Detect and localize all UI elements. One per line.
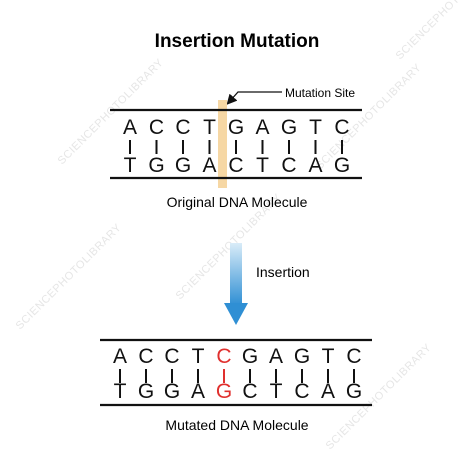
original-bottom-base: T bbox=[124, 154, 137, 177]
mutated-bottom-base: G bbox=[346, 380, 362, 403]
mutated-bottom-base: T bbox=[270, 380, 283, 403]
original-bottom-base: A bbox=[308, 154, 322, 177]
mutated-bottom-base: G bbox=[164, 380, 180, 403]
arrow-shaft bbox=[230, 243, 242, 305]
mutated-bottom-base: G bbox=[216, 380, 232, 403]
original-bottom-base: C bbox=[281, 154, 296, 177]
insertion-label: Insertion bbox=[256, 264, 310, 280]
mutated-bottom-base: A bbox=[191, 380, 205, 403]
mutated-bottom-base: C bbox=[242, 380, 257, 403]
original-caption: Original DNA Molecule bbox=[167, 194, 308, 210]
watermark-text: SCIENCEPHOTOLIBRARY bbox=[14, 222, 125, 333]
original-bottom-base: T bbox=[256, 154, 269, 177]
diagram-title: Insertion Mutation bbox=[155, 31, 320, 52]
original-bottom-base: G bbox=[148, 154, 164, 177]
mutated-bottom-base: A bbox=[321, 380, 335, 403]
original-top-base: T bbox=[203, 116, 216, 139]
mutated-top-base: A bbox=[113, 345, 127, 368]
original-top-base: C bbox=[175, 116, 190, 139]
original-bottom-base: G bbox=[175, 154, 191, 177]
mutation-site-label: Mutation Site bbox=[285, 86, 355, 100]
original-top-base: C bbox=[149, 116, 164, 139]
original-bottom-base: C bbox=[228, 154, 243, 177]
mutated-bottom-base: G bbox=[138, 380, 154, 403]
mutated-caption: Mutated DNA Molecule bbox=[165, 417, 308, 433]
original-bottom-base: G bbox=[334, 154, 350, 177]
original-top-base: T bbox=[309, 116, 322, 139]
mutated-top-base: A bbox=[269, 345, 283, 368]
original-top-base: C bbox=[334, 116, 349, 139]
mutation-site-pointer bbox=[226, 91, 282, 105]
mutated-top-base: G bbox=[294, 345, 310, 368]
original-top-base: A bbox=[255, 116, 269, 139]
watermark-text: SCIENCEPHOTOLIBRARY bbox=[314, 62, 425, 173]
watermark-text: SCIENCEPHOTOLIBRARY bbox=[56, 57, 167, 168]
original-top-base: G bbox=[228, 116, 244, 139]
mutated-bottom-base: C bbox=[294, 380, 309, 403]
mutated-top-base: T bbox=[322, 345, 335, 368]
mutated-bottom-base: T bbox=[114, 380, 127, 403]
original-bottom-base: A bbox=[202, 154, 216, 177]
insertion-arrow bbox=[224, 243, 248, 325]
original-top-base: G bbox=[281, 116, 297, 139]
original-top-base: A bbox=[123, 116, 137, 139]
mutated-top-base: G bbox=[242, 345, 258, 368]
mutated-top-base: C bbox=[346, 345, 361, 368]
mutation-site-highlight bbox=[218, 100, 227, 188]
watermark-text: SCIENCEPHOTOLIBRARY bbox=[324, 342, 435, 453]
watermark-text: SCIENCEPHOTOLIBRARY bbox=[394, 0, 474, 62]
mutated-top-base: C bbox=[138, 345, 153, 368]
arrow-head bbox=[224, 303, 248, 325]
mutated-top-base: C bbox=[164, 345, 179, 368]
mutated-top-base: T bbox=[192, 345, 205, 368]
mutated-top-base: C bbox=[216, 345, 231, 368]
